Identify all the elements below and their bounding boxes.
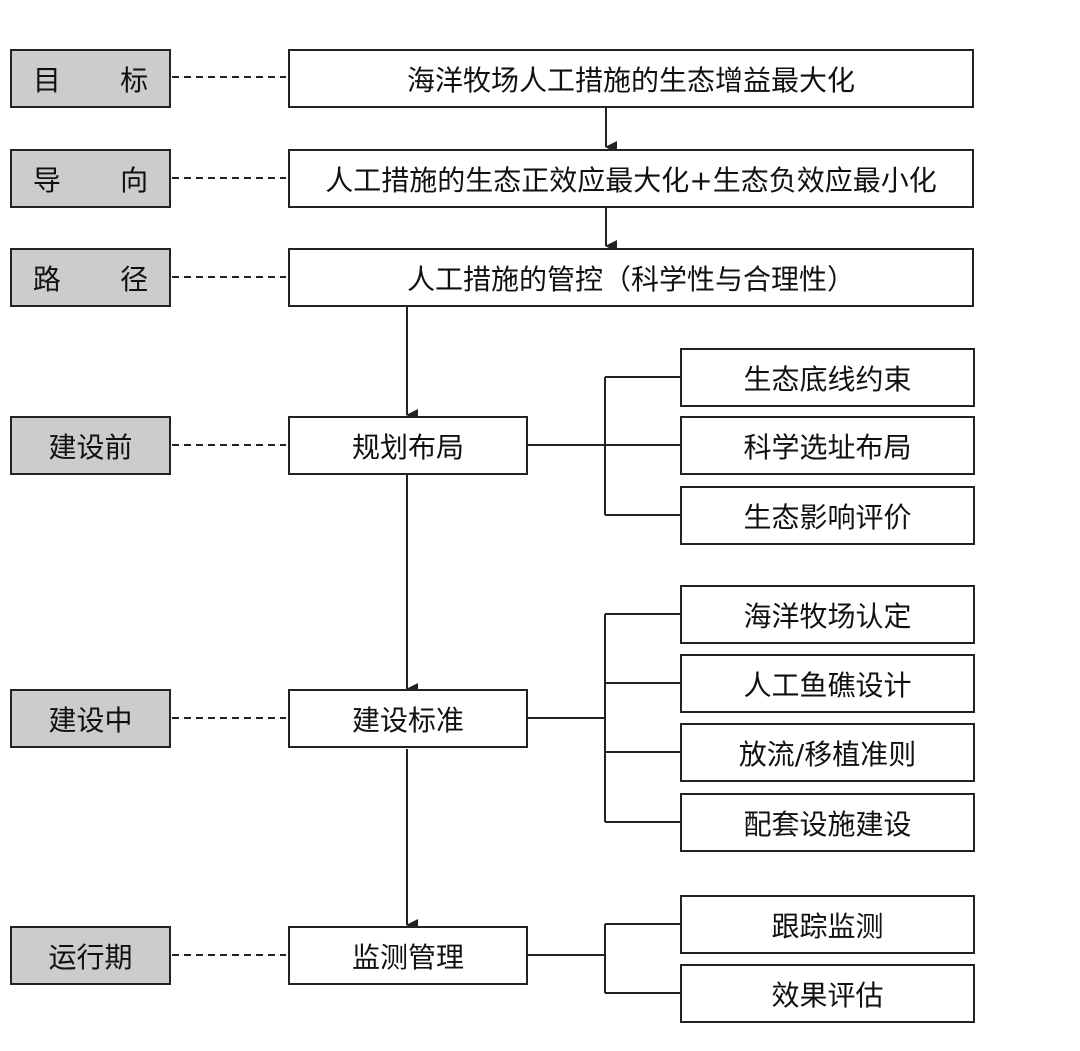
direction-text: 人工措施的生态正效应最大化+生态负效应最小化 [325, 163, 937, 197]
monitoring-item: 跟踪监测 [680, 895, 975, 954]
stage-label-direction: 导 向 [10, 149, 171, 208]
goal-text: 海洋牧场人工措施的生态增益最大化 [406, 63, 855, 97]
planning-text: 规划布局 [351, 430, 464, 464]
planning-item-text: 生态影响评价 [743, 500, 912, 534]
monitoring-item: 效果评估 [680, 964, 975, 1023]
stage-label-operation-text: 运行期 [48, 940, 133, 974]
stage-label-during-construction: 建设中 [10, 689, 171, 748]
standards-item-text: 配套设施建设 [743, 807, 912, 841]
stage-label-direction-text: 导 向 [32, 163, 174, 197]
planning-item-text: 科学选址布局 [743, 430, 912, 464]
monitoring-item-text: 跟踪监测 [771, 909, 884, 943]
planning-box: 规划布局 [288, 416, 528, 475]
planning-item: 生态底线约束 [680, 348, 975, 407]
standards-item-text: 海洋牧场认定 [743, 599, 912, 633]
path-text: 人工措施的管控（科学性与合理性） [406, 262, 855, 296]
stage-label-goal-text: 目 标 [32, 63, 174, 97]
stage-label-goal: 目 标 [10, 49, 171, 108]
planning-item: 科学选址布局 [680, 416, 975, 475]
goal-box: 海洋牧场人工措施的生态增益最大化 [288, 49, 974, 108]
monitoring-text: 监测管理 [351, 940, 464, 974]
dashed-connectors [172, 76, 286, 956]
flow-arrows [406, 108, 617, 931]
standards-item: 海洋牧场认定 [680, 585, 975, 644]
standards-item-text: 放流/移植准则 [738, 737, 917, 771]
planning-item-text: 生态底线约束 [743, 362, 912, 396]
path-box: 人工措施的管控（科学性与合理性） [288, 248, 974, 307]
standards-item: 放流/移植准则 [680, 723, 975, 782]
standards-item-text: 人工鱼礁设计 [743, 668, 912, 702]
standards-box: 建设标准 [288, 689, 528, 748]
monitoring-item-text: 效果评估 [771, 978, 884, 1012]
stage-label-pre-construction: 建设前 [10, 416, 171, 475]
monitoring-box: 监测管理 [288, 926, 528, 985]
stage-label-operation: 运行期 [10, 926, 171, 985]
planning-item: 生态影响评价 [680, 486, 975, 545]
stage-label-path-text: 路 径 [32, 262, 174, 296]
branch-connectors [527, 376, 680, 994]
standards-item: 配套设施建设 [680, 793, 975, 852]
standards-text: 建设标准 [351, 703, 464, 737]
standards-item: 人工鱼礁设计 [680, 654, 975, 713]
direction-box: 人工措施的生态正效应最大化+生态负效应最小化 [288, 149, 974, 208]
stage-label-pre-construction-text: 建设前 [48, 430, 133, 464]
stage-label-path: 路 径 [10, 248, 171, 307]
stage-label-during-construction-text: 建设中 [48, 703, 133, 737]
